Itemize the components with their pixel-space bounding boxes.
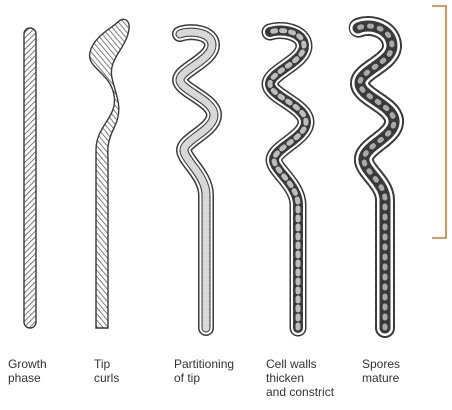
caption-line: mature <box>362 371 400 385</box>
hypha-cell-walls-thicken <box>270 31 306 328</box>
caption-line: phase <box>8 371 47 385</box>
hypha-tip-curls <box>90 19 130 328</box>
caption-spores-mature: Spores mature <box>362 357 400 385</box>
caption-line: thicken <box>266 371 334 385</box>
spore-chain-bracket <box>432 6 446 238</box>
caption-growth-phase: Growth phase <box>8 357 47 385</box>
hypha-partitioning <box>180 32 214 328</box>
caption-line: Cell walls <box>266 357 334 371</box>
hypha-spores-mature <box>358 26 394 328</box>
caption-line: Tip <box>94 357 119 371</box>
caption-line: Growth <box>8 357 47 371</box>
caption-line: and constrict <box>266 385 334 399</box>
caption-line: Partitioning <box>174 357 234 371</box>
caption-partitioning: Partitioning of tip <box>174 357 234 385</box>
caption-cell-walls: Cell walls thicken and constrict <box>266 357 334 399</box>
caption-line: of tip <box>174 371 234 385</box>
hypha-growth-phase <box>24 28 36 328</box>
caption-tip-curls: Tip curls <box>94 357 119 385</box>
caption-line: Spores <box>362 357 400 371</box>
caption-line: curls <box>94 371 119 385</box>
